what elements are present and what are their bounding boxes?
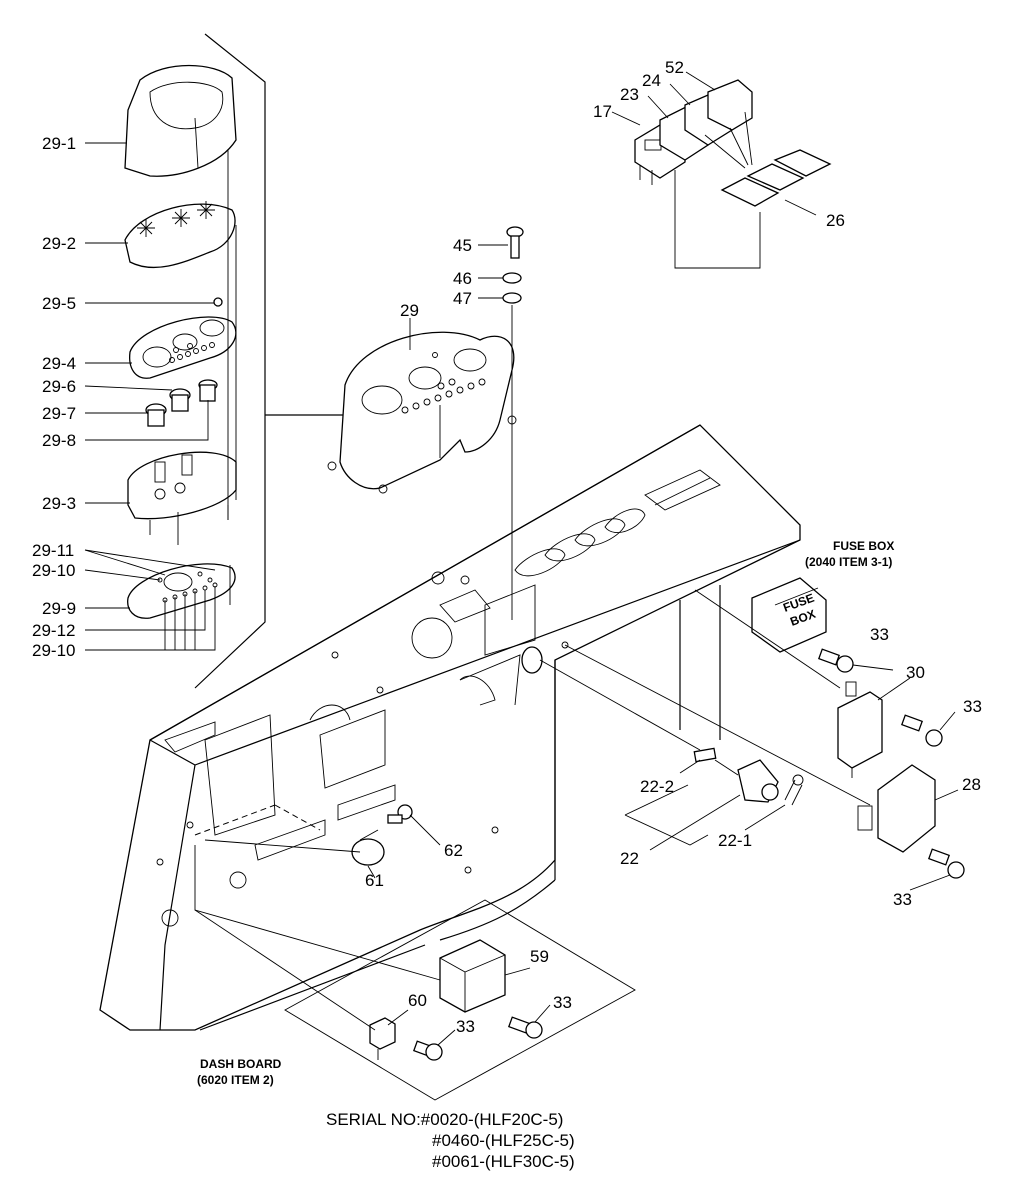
relay-leader-line <box>194 845 441 981</box>
part-22-key-switch <box>693 747 779 803</box>
label-33-relay59: 33 <box>553 993 572 1012</box>
serial-line-2: #0460-(HLF25C-5) <box>432 1131 575 1150</box>
label-47: 47 <box>453 289 472 308</box>
label-33-flasher: 33 <box>893 890 912 909</box>
cluster-guide-lines <box>227 150 237 605</box>
label-28: 28 <box>962 775 981 794</box>
note-fuse-box: FUSE BOX <box>833 539 894 553</box>
notes: FUSE BOX (2040 ITEM 3-1) DASH BOARD (602… <box>197 539 894 1087</box>
part-labels: 29-1 29-2 29-5 29-4 29-6 29-7 29-8 29-3 … <box>32 58 982 1036</box>
label-29-12: 29-12 <box>32 621 75 640</box>
part-59-relay <box>439 939 506 1013</box>
label-29-8: 29-8 <box>42 431 76 450</box>
label-29-5: 29-5 <box>42 294 76 313</box>
part-29-3-housing <box>127 451 237 545</box>
label-leaders <box>84 71 959 1046</box>
part-26-bezels <box>674 111 832 269</box>
label-29: 29 <box>400 301 419 320</box>
label-22: 22 <box>620 849 639 868</box>
label-61: 61 <box>365 871 384 890</box>
label-46: 46 <box>453 269 472 288</box>
note-dash-board-ref: (6020 ITEM 2) <box>197 1073 274 1087</box>
part-30-relay <box>837 681 883 778</box>
assembly-lines <box>204 589 871 853</box>
dash-panel <box>99 424 801 1031</box>
label-17: 17 <box>593 102 612 121</box>
part-47-washer <box>502 292 522 304</box>
part-29-1-cover <box>124 64 237 177</box>
label-45: 45 <box>453 236 472 255</box>
label-33-relay60: 33 <box>456 1017 475 1036</box>
part-29-2-lens <box>124 201 236 269</box>
label-29-11: 29-11 <box>32 541 74 560</box>
part-46-washer <box>502 272 522 284</box>
part-29-5-pin <box>213 297 223 307</box>
switch-group <box>634 79 753 185</box>
label-59: 59 <box>530 947 549 966</box>
label-52: 52 <box>665 58 684 77</box>
label-29-10-lower: 29-10 <box>32 641 75 660</box>
part-29-cluster-assembly <box>327 331 517 494</box>
label-26: 26 <box>826 211 845 230</box>
part-29-9-board <box>127 563 236 619</box>
note-dash-board: DASH BOARD <box>200 1057 282 1071</box>
part-29-4-face-plate <box>129 316 237 379</box>
note-fuse-box-ref: (2040 ITEM 3-1) <box>805 555 892 569</box>
label-29-7: 29-7 <box>42 404 76 423</box>
serial-line-3: #0061-(HLF30C-5) <box>432 1152 575 1171</box>
part-29-6-gauge <box>169 388 191 412</box>
label-29-10: 29-10 <box>32 561 75 580</box>
part-45-screw <box>506 226 524 259</box>
cluster-group-frame <box>194 33 345 689</box>
serial-block: SERIAL NO:#0020-(HLF20C-5) #0460-(HLF25C… <box>326 1110 575 1171</box>
part-29-7-gauge <box>145 403 167 427</box>
part-29-8-gauge <box>198 379 218 402</box>
label-29-9: 29-9 <box>42 599 76 618</box>
label-22-2: 22-2 <box>640 777 674 796</box>
label-33-fuse: 33 <box>870 625 889 644</box>
label-29-2: 29-2 <box>42 234 76 253</box>
label-60: 60 <box>408 991 427 1010</box>
fuse-box: FUSE BOX <box>751 577 827 653</box>
label-23: 23 <box>620 85 639 104</box>
part-28-flasher <box>857 764 936 853</box>
part-22-1-key <box>784 774 804 806</box>
part-60-relay <box>369 1017 396 1060</box>
label-24: 24 <box>642 71 661 90</box>
label-62: 62 <box>444 841 463 860</box>
label-29-4: 29-4 <box>42 354 76 373</box>
bolts-33 <box>412 648 965 1061</box>
label-30: 30 <box>906 663 925 682</box>
serial-line-1: SERIAL NO:#0020-(HLF20C-5) <box>326 1110 563 1129</box>
label-29-6: 29-6 <box>42 377 76 396</box>
label-29-3: 29-3 <box>42 494 76 513</box>
label-33-relay: 33 <box>963 697 982 716</box>
label-22-1: 22-1 <box>718 831 752 850</box>
part-61-buzzer <box>351 829 385 866</box>
part-62-screw <box>387 804 413 824</box>
label-29-1: 29-1 <box>42 134 76 153</box>
relay-mount-plane <box>284 899 636 1101</box>
